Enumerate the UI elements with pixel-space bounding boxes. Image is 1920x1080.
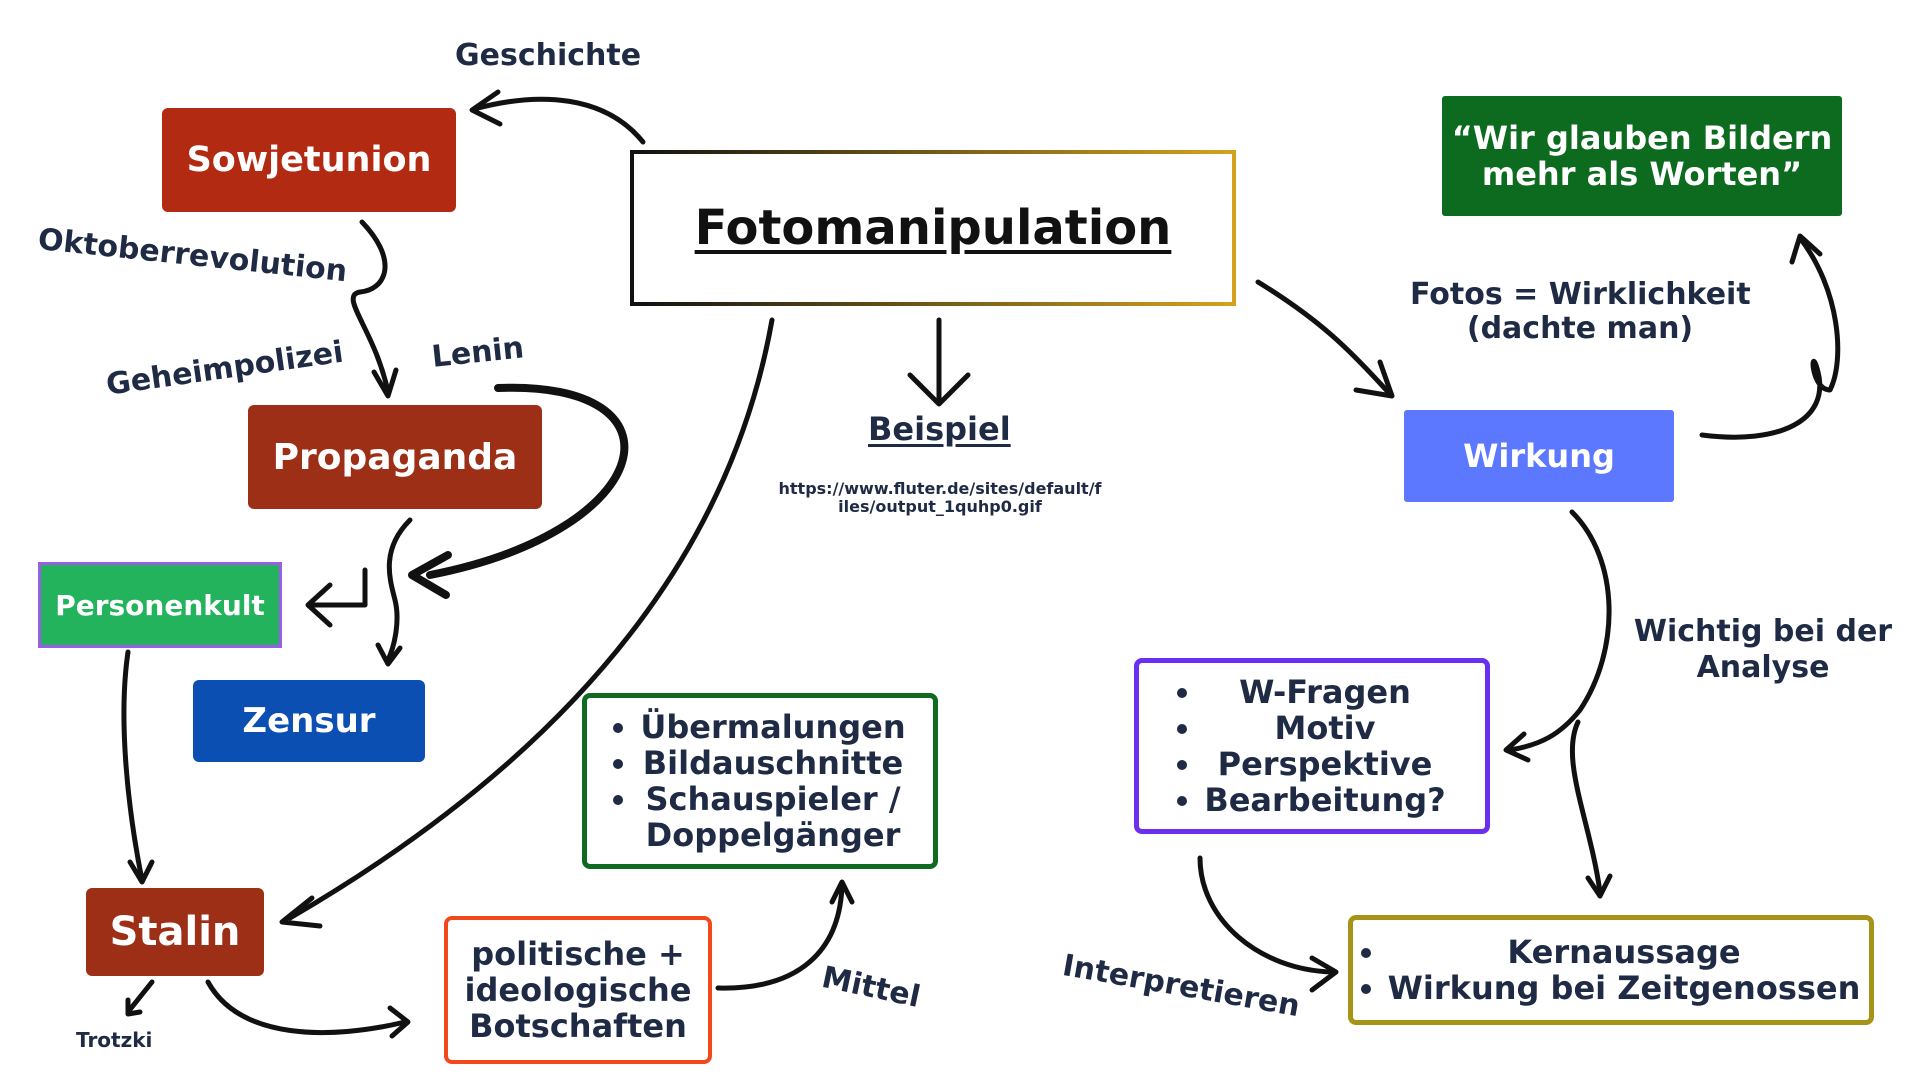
node-sowjetunion: Sowjetunion	[162, 108, 456, 212]
node-stalin-label: Stalin	[109, 909, 241, 955]
page-title: Fotomanipulation	[694, 200, 1172, 256]
example-url-line2: iles/output_1quhp0.gif	[838, 497, 1042, 516]
result-item: Wirkung bei Zeitgenossen	[1388, 970, 1861, 1006]
arrow-sowjetunion-to-propaganda	[350, 219, 399, 399]
node-propaganda: Propaganda	[248, 405, 542, 509]
methods-item: Übermalungen	[640, 709, 905, 745]
botschaften-line-2: ideologische	[464, 971, 692, 1009]
example-label: Beispiel	[868, 410, 1011, 448]
node-personenkult: Personenkult	[38, 562, 282, 648]
analysis-item: W-Fragen	[1204, 674, 1445, 710]
arrow-fotomanipulation-to-wirkung	[1255, 279, 1395, 399]
label-wichtig-line2: Analyse	[1696, 650, 1830, 685]
analysis-item: Perspektive	[1204, 746, 1445, 782]
result-list: Kernaussage Wirkung bei Zeitgenossen	[1362, 934, 1861, 1006]
analysis-item: Motiv	[1204, 710, 1445, 746]
example-url[interactable]: https://www.fluter.de/sites/default/f il…	[760, 480, 1120, 516]
node-wirkung-label: Wirkung	[1463, 437, 1615, 475]
arrow-analysis-to-result	[1197, 855, 1339, 993]
methods-item: Doppelgänger	[645, 816, 901, 854]
botschaften-line-3: Botschaften	[469, 1007, 687, 1045]
node-wirkung: Wirkung	[1404, 410, 1674, 502]
quote-line-1: “Wir glauben Bildern	[1451, 119, 1833, 157]
label-wichtig-analyse: Wichtig bei der Analyse	[1622, 614, 1904, 686]
node-zensur: Zensur	[193, 680, 425, 762]
node-zensur-label: Zensur	[242, 701, 376, 741]
methods-item: Bildauschnitte	[640, 745, 905, 781]
quote-line-2: mehr als Worten”	[1481, 155, 1803, 193]
arrow-to-sowjetunion	[469, 89, 646, 145]
label-fotos-wirklichkeit: Fotos = Wirklichkeit (dachte man)	[1410, 277, 1751, 346]
analysis-list: W-Fragen Motiv Perspektive Bearbeitung?	[1178, 674, 1445, 818]
result-item: Kernaussage	[1388, 934, 1861, 970]
node-stalin: Stalin	[86, 888, 264, 976]
node-quote: “Wir glauben Bildern mehr als Worten”	[1442, 96, 1842, 216]
node-result: Kernaussage Wirkung bei Zeitgenossen	[1348, 915, 1874, 1025]
label-trotzki: Trotzki	[76, 1028, 153, 1052]
botschaften-line-1: politische +	[471, 935, 685, 973]
methods-item: Schauspieler /	[640, 781, 905, 817]
methods-list: Übermalungen Bildauschnitte Schauspieler…	[614, 709, 905, 853]
label-wichtig-line1: Wichtig bei der	[1633, 614, 1893, 649]
node-personenkult-label: Personenkult	[55, 588, 265, 622]
arrow-fotomanipulation-to-stalin	[279, 317, 775, 929]
arrow-stalin-to-botschaften	[205, 979, 411, 1039]
arrow-personenkult-to-stalin	[121, 649, 155, 885]
node-analysis: W-Fragen Motiv Perspektive Bearbeitung?	[1134, 658, 1490, 834]
arrow-botschaften-to-methods	[715, 879, 855, 991]
arrow-propaganda-to-zensur	[375, 517, 413, 667]
label-fotos-line1: Fotos = Wirklichkeit	[1410, 277, 1751, 312]
node-botschaften: politische + ideologische Botschaften	[444, 916, 712, 1064]
arrow-wirkung-to-quote	[1699, 233, 1841, 440]
label-geschichte: Geschichte	[455, 38, 642, 73]
node-methods: Übermalungen Bildauschnitte Schauspieler…	[582, 693, 938, 869]
example-url-line1: https://www.fluter.de/sites/default/f	[778, 479, 1102, 498]
node-propaganda-label: Propaganda	[272, 436, 518, 478]
return-arrow-symbol	[305, 567, 368, 628]
arrow-trotzki	[125, 979, 155, 1017]
arrow-lenin-to-personenkult	[408, 383, 629, 599]
title-box: Fotomanipulation	[630, 150, 1236, 306]
arrow-to-beispiel	[907, 317, 971, 407]
label-fotos-line2: (dachte man)	[1466, 311, 1694, 346]
analysis-item: Bearbeitung?	[1204, 782, 1445, 818]
arrow-wirkung-to-analysis	[1503, 509, 1612, 763]
arrow-wirkung-to-result	[1569, 719, 1613, 899]
node-sowjetunion-label: Sowjetunion	[186, 140, 432, 180]
